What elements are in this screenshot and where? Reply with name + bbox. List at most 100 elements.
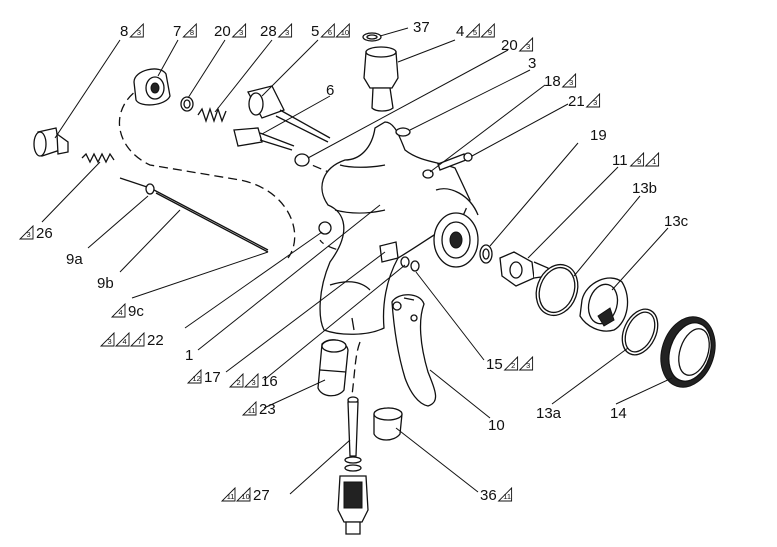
note-mark-text: 3	[108, 337, 112, 346]
callout-26: 3 26	[18, 224, 53, 242]
note-mark-text: 1	[652, 157, 656, 166]
note-triangle-icon: 1	[644, 151, 660, 167]
note-mark-text: 9	[488, 28, 492, 37]
trigger	[391, 294, 437, 407]
callout-number: 11	[612, 152, 628, 169]
note-triangle-icon: 3	[243, 372, 259, 388]
part-8-knob	[33, 127, 69, 157]
note-triangle-icon: 4	[110, 302, 126, 318]
note-triangle-icon: 8	[182, 22, 197, 38]
part-20-ring-top	[395, 127, 411, 137]
callout-number: 16	[261, 373, 278, 390]
part-13b-ring	[535, 263, 579, 317]
callout-1: 1	[185, 347, 193, 364]
note-mark-text: 10	[241, 492, 249, 501]
callout-number: 5	[311, 23, 319, 40]
note-mark-text: 3	[526, 42, 530, 51]
note-triangle-icon: 9	[629, 151, 645, 167]
callout-number: 13b	[632, 180, 657, 197]
callout-number: 36	[480, 487, 497, 504]
callout-number: 7	[173, 23, 181, 40]
note-triangle-icon: 5	[465, 22, 480, 38]
part-23-fitting	[317, 339, 349, 397]
callout-number: 19	[590, 127, 607, 144]
callout-21: 21 3	[568, 92, 601, 110]
callout-number: 10	[488, 417, 505, 434]
callout-number: 6	[326, 82, 334, 99]
note-mark-text: 9	[637, 157, 641, 166]
note-mark-text: 3	[137, 28, 141, 37]
callout-number: 1	[185, 347, 193, 364]
note-triangle-icon: 3	[518, 36, 534, 52]
callout-13b: 13b	[632, 180, 657, 197]
note-mark-text: 7	[138, 337, 142, 346]
part-36-fitting	[373, 407, 403, 441]
note-triangle-icon: 2	[228, 372, 244, 388]
part-13a-ring	[621, 308, 659, 356]
part-9-needle	[119, 177, 269, 253]
part-5-valve	[247, 85, 331, 143]
callout-number: 3	[528, 55, 536, 72]
part-37-ring	[362, 32, 382, 42]
note-mark-text: 12	[192, 374, 200, 383]
note-triangle-icon: 4	[114, 331, 130, 347]
callout-number: 20	[501, 37, 518, 54]
note-triangle-icon: 3	[561, 72, 577, 88]
note-triangle-icon: 11	[241, 400, 257, 416]
callout-number: 26	[36, 225, 53, 242]
callout-9a: 9a	[66, 251, 83, 268]
note-triangle-icon: 3	[99, 331, 115, 347]
note-mark-text: 5	[473, 28, 477, 37]
part-13c-aircap	[579, 277, 629, 332]
note-mark-text: 11	[248, 406, 256, 415]
callout-number: 37	[413, 19, 430, 36]
callout-number: 13c	[664, 213, 689, 230]
part-22-ball	[318, 221, 332, 235]
callout-3: 3	[528, 55, 536, 72]
note-mark-text: 3	[285, 28, 289, 37]
note-triangle-icon: 3	[585, 92, 601, 108]
note-mark-text: 3	[27, 230, 31, 239]
callout-18: 18 3	[544, 72, 577, 90]
part-14-retaining-ring	[660, 316, 716, 388]
callout-number: 18	[544, 73, 561, 90]
note-mark-text: 6	[328, 28, 332, 37]
callout-20-b: 20 3	[501, 36, 534, 54]
part-16-ring	[400, 256, 410, 268]
note-mark-text: 2	[511, 361, 515, 370]
note-triangle-icon: 9	[480, 22, 495, 38]
part-19-ring	[479, 244, 493, 264]
callout-6: 6	[326, 82, 334, 99]
part-26-spring	[81, 152, 115, 164]
note-mark-text: 3	[593, 98, 597, 107]
part-27-valve	[337, 396, 369, 535]
callout-number: 4	[456, 23, 464, 40]
callout-number: 21	[568, 93, 585, 110]
callout-number: 15	[486, 356, 503, 373]
part-20-ring-mid	[294, 153, 310, 167]
note-mark-text: 3	[569, 78, 573, 87]
note-triangle-icon: 2	[503, 355, 519, 371]
part-11-nozzle	[499, 251, 549, 287]
callout-13c: 13c	[664, 213, 689, 230]
note-triangle-icon: 6	[320, 22, 335, 38]
note-mark-text: 11	[227, 492, 235, 501]
part-20-ring-rear	[180, 96, 194, 112]
note-mark-text: 3	[252, 378, 256, 387]
note-mark-text: 3	[526, 361, 530, 370]
leader-lines	[41, 27, 673, 495]
note-triangle-icon: 3	[18, 224, 34, 240]
note-triangle-icon: 11	[497, 486, 513, 502]
callout-number: 9b	[97, 275, 114, 292]
note-triangle-icon: 3	[277, 22, 293, 38]
